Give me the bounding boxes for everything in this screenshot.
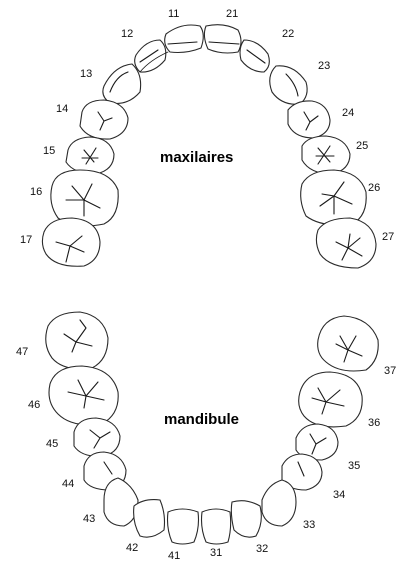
upper-arch-label: maxilaires bbox=[160, 149, 233, 166]
tooth-47 bbox=[45, 311, 109, 370]
tooth-number-43: 43 bbox=[83, 513, 95, 525]
upper-arch bbox=[41, 24, 377, 269]
tooth-11 bbox=[164, 24, 204, 54]
tooth-21 bbox=[203, 24, 242, 54]
tooth-number-17: 17 bbox=[20, 234, 32, 246]
tooth-number-37: 37 bbox=[384, 365, 396, 377]
tooth-13 bbox=[102, 63, 142, 105]
tooth-number-14: 14 bbox=[56, 103, 68, 115]
tooth-22 bbox=[239, 39, 270, 73]
tooth-33 bbox=[261, 479, 297, 527]
tooth-36 bbox=[298, 371, 363, 428]
tooth-14 bbox=[79, 99, 129, 140]
tooth-number-44: 44 bbox=[62, 478, 74, 490]
tooth-number-36: 36 bbox=[368, 417, 380, 429]
tooth-number-32: 32 bbox=[256, 543, 268, 555]
tooth-31 bbox=[200, 508, 232, 545]
tooth-number-24: 24 bbox=[342, 107, 354, 119]
tooth-number-33: 33 bbox=[303, 519, 315, 531]
tooth-number-25: 25 bbox=[356, 140, 368, 152]
tooth-number-23: 23 bbox=[318, 60, 330, 72]
tooth-24 bbox=[287, 100, 331, 139]
tooth-37 bbox=[317, 315, 379, 372]
tooth-41 bbox=[166, 508, 200, 545]
tooth-number-34: 34 bbox=[333, 489, 345, 501]
tooth-number-15: 15 bbox=[43, 145, 55, 157]
tooth-number-42: 42 bbox=[126, 542, 138, 554]
lower-arch-label: mandibule bbox=[164, 411, 239, 428]
tooth-17 bbox=[41, 217, 101, 267]
tooth-number-41: 41 bbox=[168, 550, 180, 562]
tooth-32 bbox=[230, 500, 262, 538]
tooth-number-22: 22 bbox=[282, 28, 294, 40]
tooth-number-13: 13 bbox=[80, 68, 92, 80]
tooth-45 bbox=[73, 417, 121, 457]
tooth-46 bbox=[48, 365, 119, 426]
tooth-number-45: 45 bbox=[46, 438, 58, 450]
lower-arch bbox=[45, 311, 379, 545]
tooth-number-35: 35 bbox=[348, 460, 360, 472]
tooth-number-21: 21 bbox=[226, 8, 238, 20]
tooth-15 bbox=[65, 136, 115, 175]
tooth-42 bbox=[133, 499, 166, 538]
tooth-23 bbox=[269, 65, 308, 105]
tooth-26 bbox=[300, 169, 367, 226]
tooth-number-26: 26 bbox=[368, 182, 380, 194]
tooth-12 bbox=[134, 39, 167, 73]
tooth-25 bbox=[301, 135, 351, 175]
tooth-number-31: 31 bbox=[210, 547, 222, 559]
tooth-number-12: 12 bbox=[121, 28, 133, 40]
tooth-number-46: 46 bbox=[28, 399, 40, 411]
tooth-number-11: 11 bbox=[168, 8, 179, 20]
tooth-43 bbox=[103, 477, 139, 527]
tooth-number-47: 47 bbox=[16, 346, 28, 358]
tooth-27 bbox=[315, 217, 377, 269]
tooth-number-16: 16 bbox=[30, 186, 42, 198]
tooth-number-27: 27 bbox=[382, 231, 394, 243]
tooth-16 bbox=[50, 169, 119, 227]
